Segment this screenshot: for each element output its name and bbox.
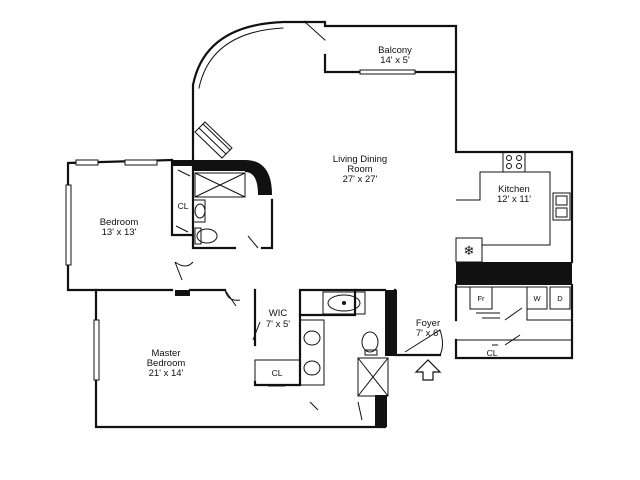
kitchen-fixtures [455,151,571,263]
bedroom-name: Bedroom [100,217,139,228]
toilet-bowl [196,228,218,244]
burner-icon [506,163,512,169]
master-shower [357,357,389,397]
laundry-fixtures [456,286,572,346]
master-door-swing [224,289,241,307]
kitchen-counter-band [456,262,572,285]
windows [65,69,416,381]
living-right-wall [454,70,574,264]
dryer-label: D [557,294,563,303]
burner-icon [506,155,512,161]
bedroom-dims: 13' x 13' [102,227,137,238]
master-name-1: Master [151,348,180,359]
bath-wall [191,158,274,250]
balcony-window [359,69,416,75]
master-name-2: Bedroom [147,358,186,369]
master-bath-fixtures [252,291,389,421]
burner-icon [516,155,522,161]
kitchen-dims: 12' x 11' [497,194,531,205]
foyer-name: Foyer [416,318,440,329]
vanity [299,319,325,386]
thick-walls [172,160,572,427]
kitchen-name: Kitchen [498,184,530,195]
kitchen-sink [552,192,571,221]
bedroom-inner-wall [170,158,195,237]
bedroom-window-top-1 [75,159,99,166]
foyer-closet-label: CL [487,348,498,358]
vanity-sink [303,330,321,346]
bedroom-closet-label: CL [178,201,189,211]
balcony-door [304,21,326,41]
burner-icon [516,163,522,169]
master-cl-box [254,359,301,386]
master-toilet [361,331,379,353]
master-window-left [93,319,100,381]
freezer-icon: ❄ [464,244,475,259]
shower-curve-wall [245,160,272,195]
stair-hatch [194,121,233,159]
dryer-box [549,286,571,310]
sink-bowl [555,195,568,206]
bathtub [322,291,366,315]
master-closet-label: CL [272,368,283,378]
balcony-name: Balcony [378,45,412,56]
tub-basin [327,294,361,312]
sink-bowl [555,207,568,218]
bedroom-door-swing [174,261,194,281]
wic-name: WIC [269,308,288,319]
master-bath-column [375,395,387,427]
wic-dims: 7' x 5' [266,319,290,330]
master-dims: 21' x 14' [149,368,184,379]
master-corner-post [175,290,190,296]
foyer-dims: 7' x 6' [416,328,440,339]
vanity-sink [303,360,321,376]
bedroom-closet-post [172,160,193,166]
bedroom-bath-band [193,160,245,171]
laundry-wall [454,283,574,360]
fridge-box [469,286,493,310]
living-dims: 27' x 27' [343,174,378,185]
door-swings [174,261,443,356]
master-toilet-tank [364,349,378,356]
living-name-2: Room [347,164,372,175]
shower-stall [194,172,246,198]
balcony-wall [303,20,458,74]
bath-sink [194,203,206,219]
curved-wall [191,20,307,162]
fridge-label: Fr [477,294,485,303]
cooktop [502,151,526,173]
curved-window [198,27,284,89]
freezer-box [455,237,483,263]
foyer-door-swing [404,329,443,356]
bedroom-window-top-2 [124,159,158,166]
toilet-tank [194,227,202,245]
balcony-dims: 14' x 5' [380,55,410,66]
washer-label: W [533,294,541,303]
bedroom-window-left [65,184,72,266]
foyer-column [385,290,397,356]
bedroom-bath-fixtures [175,169,259,249]
master-bath-wall [298,288,357,317]
living-name-1: Living Dining [333,154,387,165]
entry-arrow-icon [414,359,442,381]
